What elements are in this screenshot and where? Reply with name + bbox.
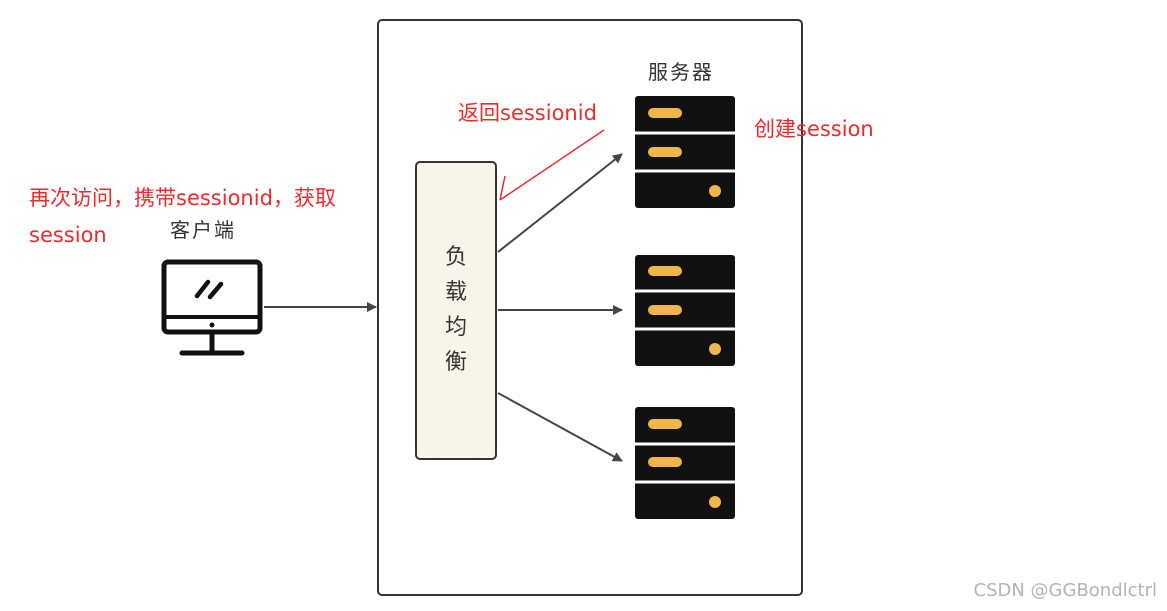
server-icon-1	[635, 96, 735, 208]
load-balancer-char: 均	[444, 315, 467, 340]
revisit-label-line1: 再次访问，携带sessionid，获取	[29, 186, 336, 210]
load-balancer-char: 负	[444, 245, 467, 270]
return-sessionid-arrow	[499, 129, 605, 201]
watermark: CSDN @GGBondlctrl	[973, 580, 1158, 601]
lb-to-server1-arrow	[497, 153, 623, 253]
server-icon-3	[635, 407, 735, 519]
revisit-label-line2: session	[29, 223, 107, 247]
load-balancer-label: 负 载 均 衡	[416, 240, 496, 380]
client-label: 客户端	[170, 218, 236, 242]
load-balancer-char: 载	[444, 280, 467, 305]
server-icon-2	[635, 255, 735, 366]
monitor-icon	[161, 259, 263, 356]
lb-to-server3-arrow	[497, 392, 623, 462]
server-group-label: 服务器	[648, 60, 714, 84]
load-balancer-box	[415, 161, 497, 460]
return-sessionid-label: 返回sessionid	[458, 101, 597, 125]
load-balancer-char: 衡	[444, 350, 467, 375]
create-session-label: 创建session	[754, 117, 874, 141]
